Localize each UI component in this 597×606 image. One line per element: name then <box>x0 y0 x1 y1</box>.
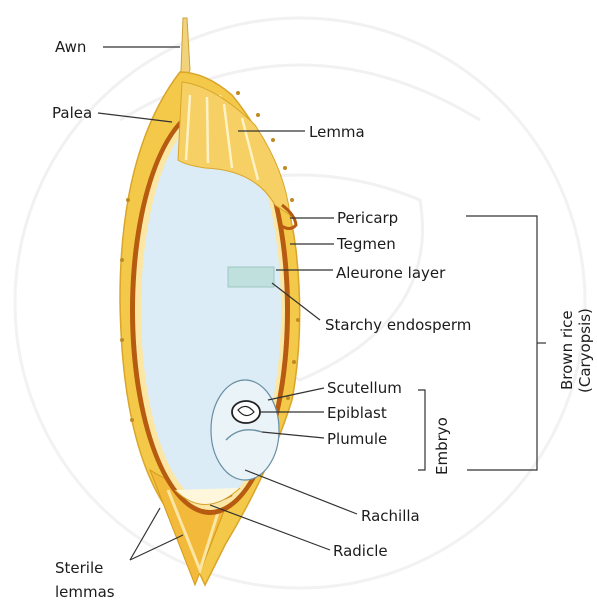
label-caryopsis: (Caryopsis) <box>576 308 594 393</box>
label-epiblast: Epiblast <box>327 404 387 422</box>
label-rachilla: Rachilla <box>361 507 420 525</box>
label-scutellum: Scutellum <box>327 379 402 397</box>
embryo-bracket <box>418 390 425 470</box>
label-tegmen: Tegmen <box>336 235 396 253</box>
label-starchy-endosperm: Starchy endosperm <box>325 316 471 334</box>
label-awn: Awn <box>55 38 86 56</box>
label-pericarp: Pericarp <box>337 209 398 227</box>
embryo <box>211 380 279 480</box>
brown-rice-bracket <box>466 216 546 470</box>
label-palea: Palea <box>52 104 92 122</box>
label-brown-rice: Brown rice <box>558 310 576 390</box>
label-sterile: Sterile <box>55 559 103 577</box>
label-embryo: Embryo <box>433 417 451 475</box>
label-lemmas: lemmas <box>55 583 115 601</box>
epiblast <box>232 401 260 423</box>
label-radicle: Radicle <box>333 542 388 560</box>
label-aleurone-layer: Aleurone layer <box>336 264 446 282</box>
awn <box>181 18 190 78</box>
aleurone-layer <box>228 267 274 287</box>
label-plumule: Plumule <box>327 430 387 448</box>
label-lemma: Lemma <box>309 123 365 141</box>
